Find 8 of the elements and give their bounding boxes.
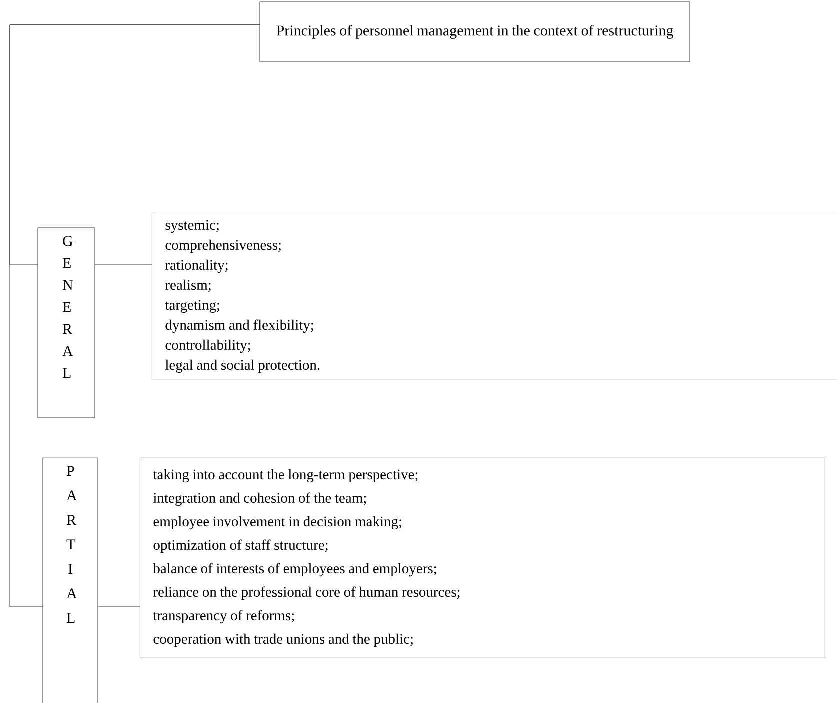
connector-line bbox=[95, 264, 152, 266]
title-box: Principles of personnel management in the context of restructuring bbox=[260, 2, 690, 62]
connector-line bbox=[98, 606, 140, 608]
category-box: G E N E R A L bbox=[38, 228, 96, 418]
principles-box: taking into account the long-term perspective; integration and cohesion of the team; employee involvement in decision making; optimization of staff structure; balance of interests of employees and employers; reliance on the professional core of human resources; transparency of reforms; cooperation with trade unions and the public; bbox=[140, 458, 826, 658]
principles-box: systemic; comprehensiveness; rationality; realism; targeting; dynamism and flexibility; controllability; legal and social protection. bbox=[152, 213, 837, 380]
category-box: P A R T I A L bbox=[42, 458, 98, 703]
connector-line bbox=[10, 24, 260, 608]
